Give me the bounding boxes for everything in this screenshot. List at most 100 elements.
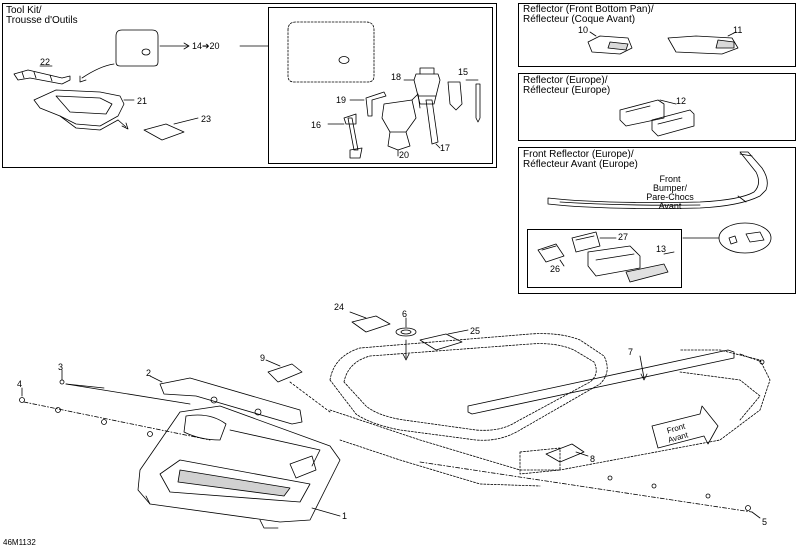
toolkit-title-line2: Trousse d'Outils (6, 15, 78, 26)
tray-arrow-line (117, 119, 127, 128)
reflector-europe-panel (518, 73, 796, 141)
callout-21: 21 (137, 96, 148, 106)
screw-4-part-c (101, 419, 107, 425)
callout-1: 1 (342, 511, 348, 521)
bracket-2-hole-a (210, 396, 218, 404)
bracket-22-details (21, 71, 53, 82)
callout-11-leader (727, 31, 737, 37)
bumper-reflector-lead (737, 195, 747, 203)
pan-1-left-vent (183, 414, 227, 441)
pan-1-logo-panel (159, 459, 311, 503)
tool-20-part (381, 99, 417, 133)
screwdriver-15-handle (447, 81, 463, 111)
callout-25: 25 (470, 326, 481, 336)
callout-7-arrowhead (640, 373, 648, 381)
bumper-clip-part (728, 235, 738, 245)
bracket-2-part (159, 377, 303, 425)
body-ghost-lower (339, 439, 541, 487)
screw-4-axis-line (23, 401, 211, 441)
callout-10: 10 (578, 25, 589, 35)
screw-4-part-a (19, 397, 25, 403)
screw-4-part-b (55, 407, 61, 413)
label-9-placement-line (289, 381, 331, 413)
hood-ghost-outline (329, 349, 771, 471)
body-ghost-block (519, 447, 561, 475)
callout-10-leader (589, 31, 597, 37)
callout-15: 15 (458, 67, 469, 77)
callout-8-leader (575, 451, 589, 457)
callout-5: 5 (762, 517, 768, 527)
label-23-part (143, 123, 185, 141)
windshield-ghost-inner (343, 343, 597, 431)
callout-19: 19 (336, 95, 347, 105)
hexkey-19-part (365, 91, 387, 117)
tray-arrowhead (121, 122, 129, 130)
callout-12-leader (659, 99, 677, 105)
callout-24-leader (349, 311, 367, 319)
callout-24: 24 (334, 302, 345, 312)
callout-23: 23 (201, 114, 212, 124)
pan-1-part (137, 405, 341, 523)
bracket-22-part (13, 69, 71, 85)
reflector-12b-line (657, 117, 683, 125)
tray-21-part (33, 89, 125, 127)
screw-5-axis-line (419, 461, 753, 513)
bumper-label-line4: Avant (658, 201, 682, 211)
callout-6: 6 (402, 309, 408, 319)
callout-9: 9 (260, 353, 266, 363)
front-direction-arrow (651, 405, 719, 449)
windshield-ghost-outer (329, 333, 608, 441)
pouch-logo-mark (141, 48, 151, 56)
reflector-27-frame (571, 231, 601, 253)
screw-5-rear-part (759, 359, 765, 365)
callout-11: 11 (733, 25, 743, 35)
grommet-6-hole (400, 329, 412, 335)
socket-18-part (413, 73, 441, 97)
bracket-2-hole-b (254, 408, 262, 416)
screwdriver-15-blade (475, 83, 481, 123)
callout-3: 3 (58, 362, 64, 372)
pouch-leader-curve (81, 63, 115, 79)
side-ghost-panel (679, 371, 761, 421)
tube-17-part (425, 99, 439, 145)
reflector-front-pan-title-line2: Réflecteur (Coque Avant) (523, 14, 636, 25)
reflector-front-pan-title-line1: Reflector (Front Bottom Pan)/ (523, 4, 654, 15)
screw-4-part-d (147, 431, 153, 437)
reflector-10-part (587, 35, 633, 55)
pouch-ghost-outline (287, 21, 375, 83)
reflector-26-frame (537, 243, 565, 263)
bumper-reflector-part (745, 231, 765, 243)
callout-8: 8 (590, 454, 596, 464)
pan-1-logo-mark (177, 469, 291, 497)
tool-pouch-part (115, 29, 159, 67)
callout-4: 4 (17, 379, 23, 389)
front-bumper-part (547, 151, 768, 209)
pouch-ghost-logo (338, 56, 350, 64)
toolkit-title-line1: Tool Kit/ (6, 5, 42, 16)
reflector-12b-part (651, 109, 695, 137)
callout-17: 17 (440, 143, 451, 153)
callout-5-leader (751, 511, 761, 519)
callout-2: 2 (146, 368, 152, 378)
socket-18-details (417, 67, 437, 105)
tool-20-arm (411, 93, 421, 109)
screw-5-part-b (651, 483, 657, 489)
reflector-12a-line (625, 105, 651, 113)
wrench-16-part (347, 117, 359, 151)
screw-5-part-c (705, 493, 711, 499)
callout-9-leader (265, 359, 281, 367)
pouch-callout-arrowhead (183, 42, 190, 50)
callout-20: 20 (399, 150, 410, 160)
wrench-16-ends (343, 113, 363, 159)
tray-21-edge (59, 115, 119, 131)
label-24-part (351, 315, 391, 333)
callout-17-leader (435, 143, 441, 149)
bumper-label-line2: Bumper/ (652, 183, 687, 193)
pan-1-upper-edge (229, 429, 321, 467)
callout-26: 26 (550, 264, 561, 274)
screw-5-rear-line (739, 353, 763, 363)
callout-16: 16 (311, 120, 322, 130)
reflector-housing-part (587, 245, 641, 277)
reflector-12a-part (619, 99, 665, 127)
